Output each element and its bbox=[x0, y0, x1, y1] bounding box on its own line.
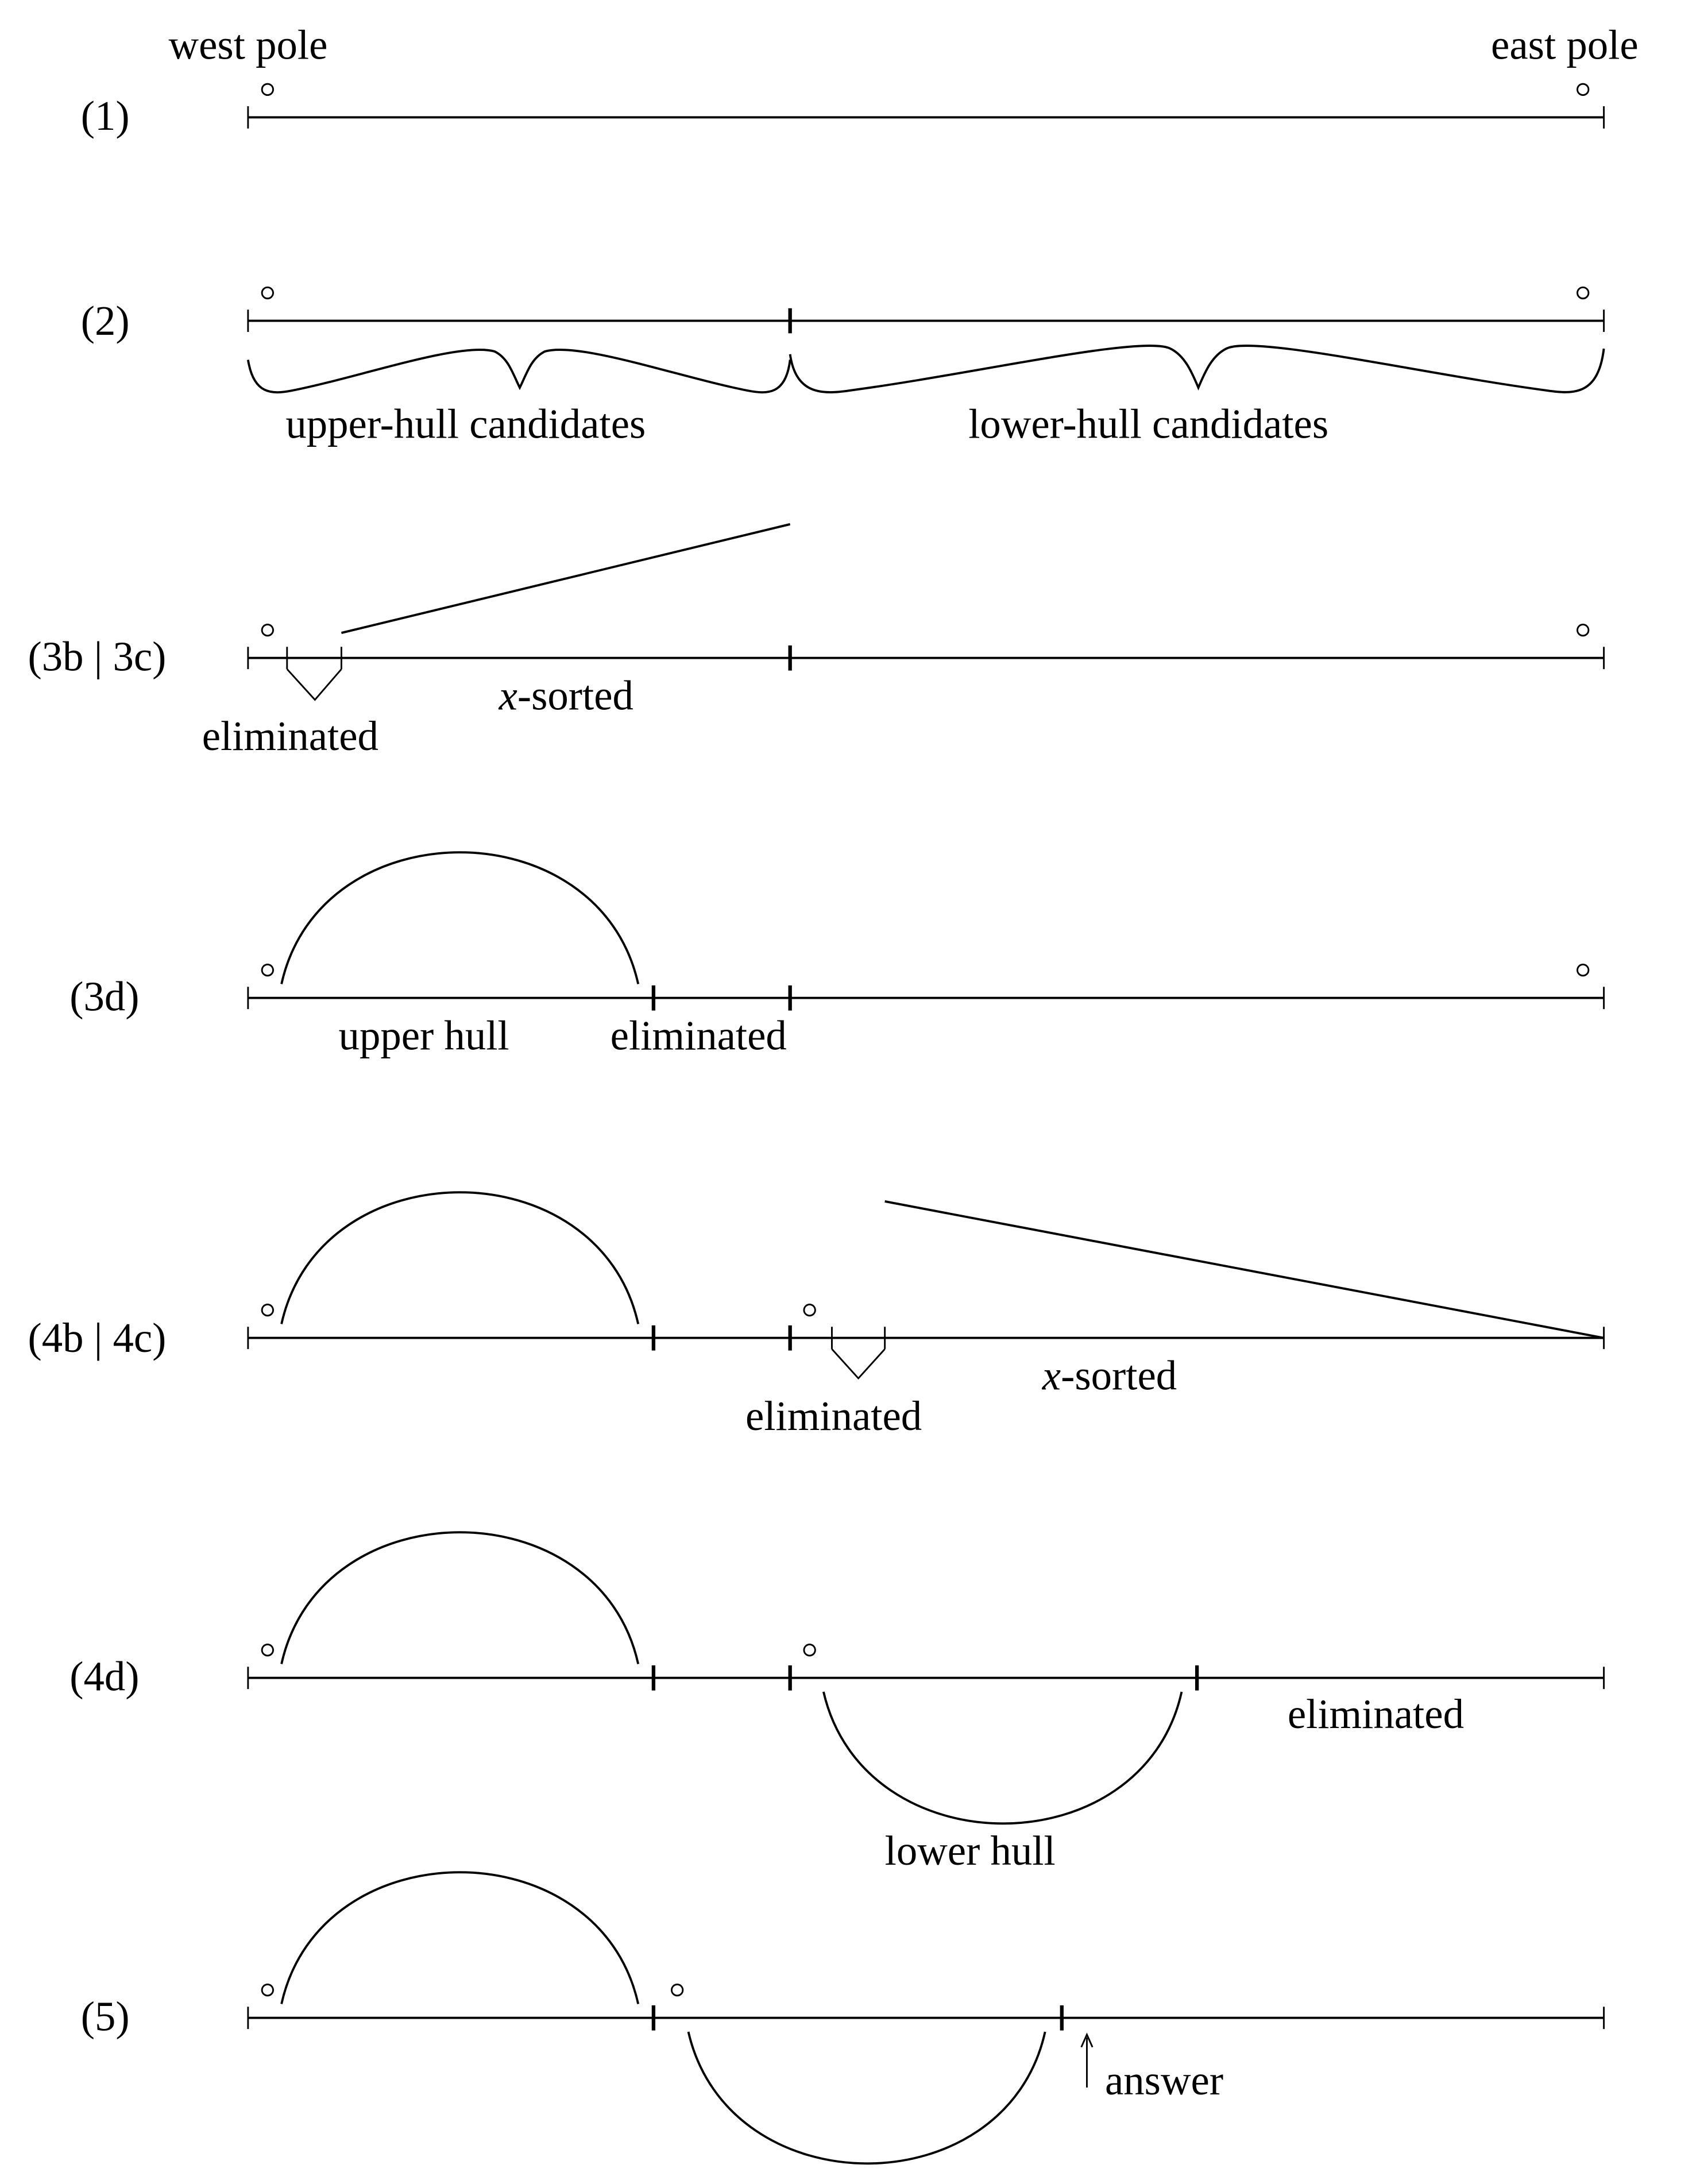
upper-hull-brace bbox=[246, 349, 791, 394]
x-variable: x bbox=[1042, 1352, 1061, 1399]
row-label: (1) bbox=[81, 92, 130, 139]
sorted-suffix: -sorted bbox=[517, 672, 633, 719]
row-4b-4c: (4b | 4c) eliminated x-sorted bbox=[28, 1191, 1605, 1439]
row-label: (3b | 3c) bbox=[28, 633, 167, 680]
x-variable: x bbox=[499, 672, 517, 719]
row-5: (5) answer bbox=[81, 1871, 1605, 2165]
eliminated-pointer bbox=[286, 668, 342, 701]
x-sorted-label: x-sorted bbox=[499, 672, 633, 719]
eliminated-label: eliminated bbox=[202, 713, 378, 759]
row-3d: (3d) upper hull eliminated bbox=[69, 851, 1605, 1058]
row-4d: (4d) eliminated lower hull bbox=[69, 1531, 1605, 1874]
lower-hull-brace bbox=[789, 345, 1605, 393]
upper-hull-arc bbox=[280, 851, 640, 984]
answer-pointer bbox=[1080, 2032, 1094, 2088]
row-3b-3c: (3b | 3c) eliminated x-sorted bbox=[28, 523, 1605, 759]
row-2: (2) upper-hull candidates lower-hull can… bbox=[81, 286, 1605, 447]
eliminated-label: eliminated bbox=[1288, 1691, 1464, 1737]
x-sorted-label: x-sorted bbox=[1042, 1352, 1177, 1399]
lower-hull-label: lower hull bbox=[885, 1827, 1056, 1874]
west-pole-label: west pole bbox=[169, 21, 328, 68]
sorted-expansion-line bbox=[341, 523, 791, 634]
sorted-expansion-line bbox=[884, 1200, 1604, 1339]
east-pole-marker-icon bbox=[1577, 83, 1590, 96]
sorted-suffix: -sorted bbox=[1061, 1352, 1177, 1399]
eliminated-label: eliminated bbox=[611, 1012, 787, 1058]
lower-hull-candidates-label: lower-hull candidates bbox=[968, 400, 1328, 447]
answer-label: answer bbox=[1105, 2057, 1223, 2104]
row-label: (4b | 4c) bbox=[28, 1315, 167, 1361]
eliminated-label: eliminated bbox=[745, 1393, 922, 1439]
lower-hull-arc bbox=[822, 1691, 1183, 1825]
row-label: (5) bbox=[81, 1993, 130, 2040]
row-label: (3d) bbox=[69, 973, 139, 1020]
upper-hull-label: upper hull bbox=[339, 1012, 509, 1058]
row-label: (2) bbox=[81, 297, 130, 344]
row-label: (4d) bbox=[69, 1653, 139, 1700]
west-pole-marker-icon bbox=[261, 83, 274, 96]
row-1: (1) bbox=[81, 83, 1605, 139]
east-pole-label: east pole bbox=[1491, 21, 1639, 68]
upper-hull-candidates-label: upper-hull candidates bbox=[285, 400, 646, 447]
